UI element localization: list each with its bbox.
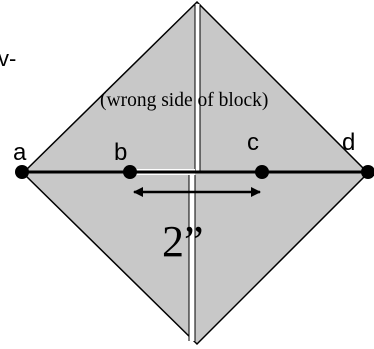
point-d-label: d [342,129,355,156]
point-c-label: c [247,129,259,156]
point-b-label: b [114,139,127,166]
point-b-dot [123,165,137,179]
block-note: (wrong side of block) [100,90,268,111]
point-c-dot [255,165,269,179]
point-d-dot [361,165,374,179]
measurement-label: 2” [162,217,204,266]
vertical-seam-top [195,4,200,172]
vertical-seam-bottom [189,175,195,341]
fragment-text: v- [0,46,16,71]
point-a-label: a [13,139,27,166]
point-a-dot [15,165,29,179]
